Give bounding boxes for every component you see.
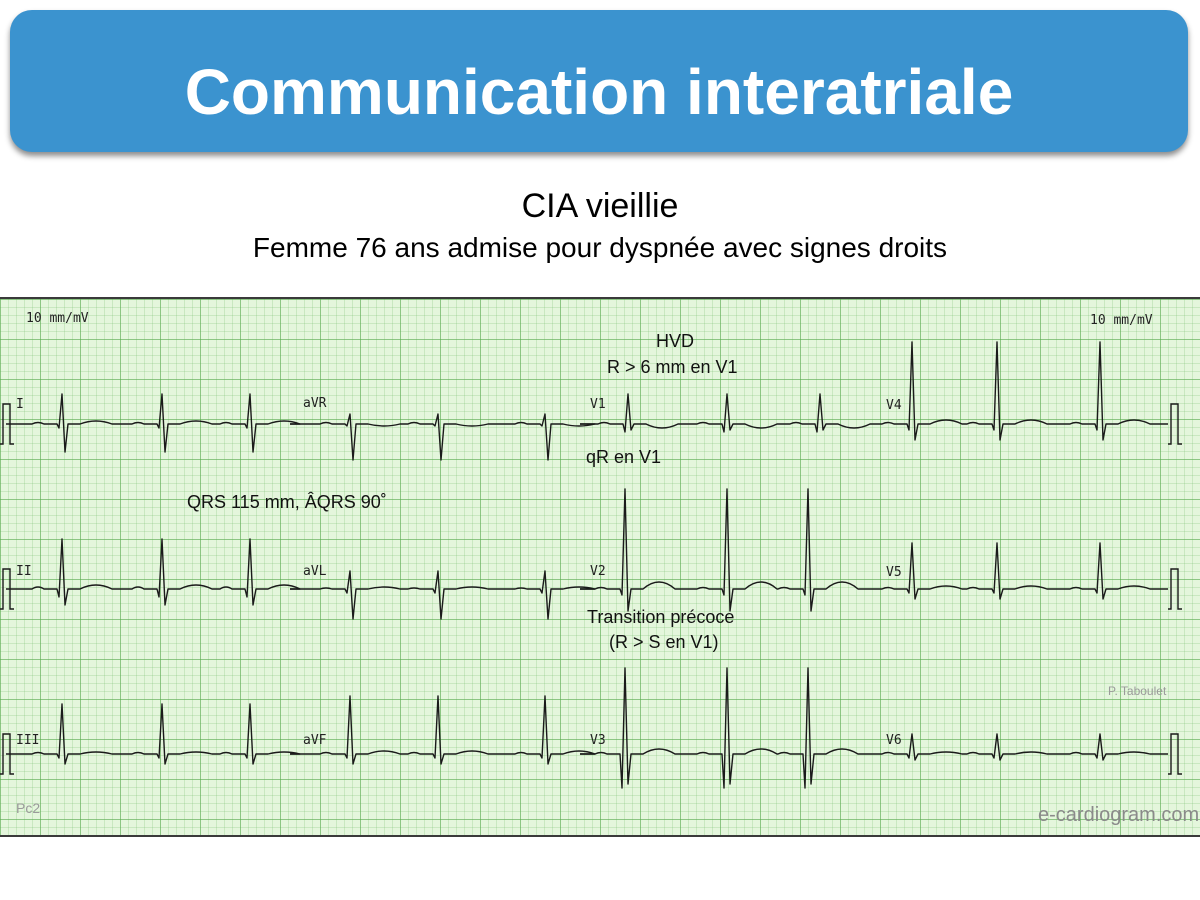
lead-label-avf: aVF (303, 733, 327, 748)
author-credit: P. Taboulet (1108, 684, 1167, 698)
calibration-label-left: 10 mm/mV (26, 311, 89, 326)
figure-code: Pc2 (16, 800, 41, 816)
lead-label-v3: V3 (590, 733, 606, 748)
title-banner: Communication interatriale (10, 10, 1188, 152)
lead-label-v2: V2 (590, 564, 606, 579)
calibration-label-right: 10 mm/mV (1090, 313, 1153, 328)
annotation-transition: Transition précoce (587, 607, 735, 627)
lead-label-v5: V5 (886, 565, 902, 580)
calibration-pulse-left-row3 (0, 733, 14, 775)
page-title: Communication interatriale (184, 56, 1014, 128)
annotation-qr-v1: qR en V1 (586, 447, 662, 467)
ecg-trace-avl (290, 570, 596, 620)
ecg-strip: 10 mm/mV 10 mm/mV I aVR V1 V4 II aVL V2 … (0, 297, 1200, 837)
ecg-trace-i (6, 393, 301, 453)
annotation-qrs-axis: QRS 115 mm, ÂQRS 90˚ (187, 492, 387, 512)
annotation-transition-note: (R > S en V1) (609, 632, 719, 652)
lead-label-i: I (16, 397, 24, 412)
ecg-trace-avr (290, 413, 596, 461)
ecg-trace-v4 (880, 341, 1168, 441)
calibration-pulse-right-row2 (1168, 568, 1182, 610)
ecg-trace-iii (6, 703, 301, 765)
lead-label-iii: III (16, 733, 40, 748)
annotation-r-v1: R > 6 mm en V1 (607, 357, 738, 377)
ecg-trace-v5 (880, 542, 1168, 600)
lead-label-v6: V6 (886, 733, 902, 748)
calibration-pulse-left-row2 (0, 568, 14, 610)
ecg-trace-v6 (880, 733, 1168, 761)
ecg-trace-avf (290, 695, 596, 765)
ecg-trace-ii (6, 538, 301, 606)
lead-label-ii: II (16, 564, 32, 579)
case-description: Femme 76 ans admise pour dyspnée avec si… (252, 232, 948, 263)
lead-label-v1: V1 (590, 397, 606, 412)
subtitle: CIA vieillie (521, 187, 679, 225)
annotation-hvd: HVD (656, 331, 695, 351)
calibration-pulse-right-row3 (1168, 733, 1182, 775)
ecg-trace-v3 (580, 667, 880, 789)
site-watermark: e-cardiogram.com (1038, 804, 1200, 826)
ecg-traces (0, 341, 1182, 789)
calibration-pulse-right-row1 (1168, 403, 1182, 445)
calibration-pulse-left-row1 (0, 403, 14, 445)
ecg-trace-v1 (580, 393, 880, 433)
ecg-trace-v2 (580, 488, 880, 612)
lead-label-avl: aVL (303, 564, 327, 579)
lead-label-avr: aVR (303, 396, 327, 411)
lead-label-v4: V4 (886, 398, 902, 413)
